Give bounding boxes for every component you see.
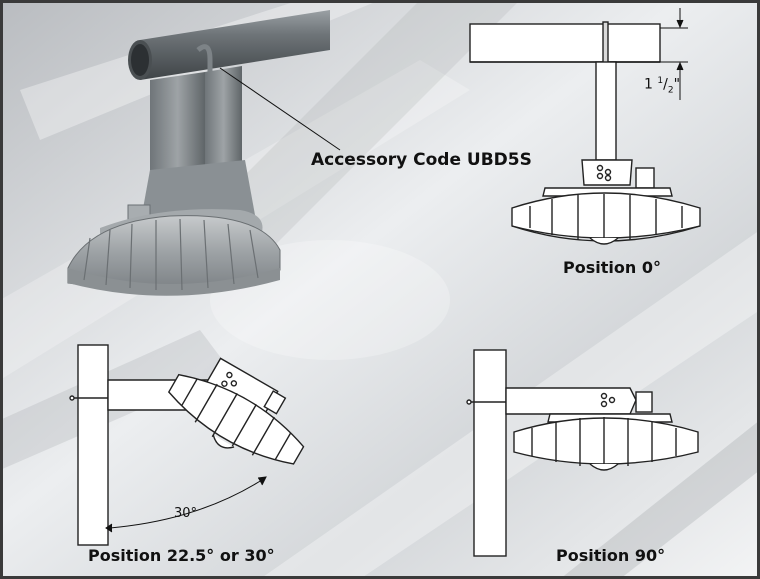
offset-dimension — [610, 8, 688, 100]
position-90-label: Position 90° — [556, 546, 666, 565]
offset-unit: " — [673, 76, 681, 93]
offset-denominator: 2 — [667, 85, 674, 96]
accessory-code-callout: Accessory Code UBD5S — [311, 150, 532, 170]
position-90-drawing — [466, 349, 699, 557]
offset-dimension-label: 1 1/2" — [644, 76, 681, 96]
position-0-label: Position 0° — [563, 258, 661, 277]
position-30-label: Position 22.5° or 30° — [88, 546, 275, 565]
angle-dimension — [105, 476, 267, 533]
position-30-drawing — [69, 344, 305, 546]
bracket-photo — [67, 10, 330, 296]
callout-leader-line — [219, 67, 341, 151]
offset-numerator: 1 — [657, 76, 664, 86]
position-0-drawing — [469, 21, 701, 245]
angle-dimension-label: 30° — [174, 506, 198, 521]
offset-whole: 1 — [644, 76, 653, 93]
